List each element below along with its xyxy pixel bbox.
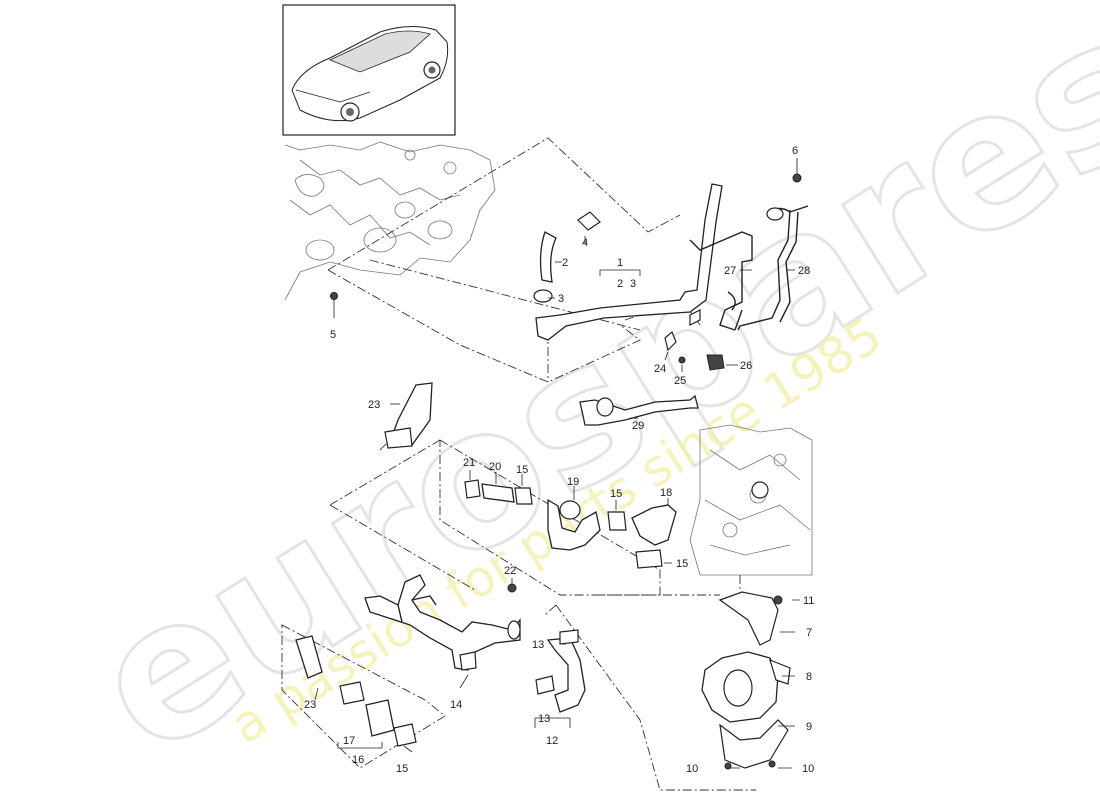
label-part-21: 21: [463, 457, 475, 469]
hose-23-upper: [384, 382, 433, 449]
label-part-23-upper: 23: [368, 399, 380, 411]
label-part-17: 17: [343, 735, 355, 747]
part-labels: 6 4 2 1 2 3 3 27 28 5 24 25 26 23 29 21 …: [304, 145, 814, 775]
label-part-1: 1: [617, 257, 623, 269]
lower-pipe-assembly: [295, 574, 586, 747]
label-part-13b: 13: [538, 713, 550, 725]
label-part-18: 18: [660, 487, 672, 499]
label-part-20: 20: [489, 461, 501, 473]
label-part-11: 11: [803, 595, 814, 607]
thermostat-group: [464, 479, 769, 569]
label-part-4: 4: [582, 237, 588, 249]
label-part-22: 22: [504, 565, 516, 577]
label-part-16: 16: [352, 754, 364, 766]
label-part-25: 25: [674, 375, 686, 387]
label-part-3b: 3: [630, 278, 636, 290]
label-part-8: 8: [806, 671, 812, 683]
label-part-26: 26: [740, 360, 752, 372]
label-part-2: 2: [562, 257, 568, 269]
label-part-10b: 10: [802, 763, 814, 775]
label-part-14: 14: [450, 699, 462, 711]
label-part-23-lower: 23: [304, 699, 316, 711]
label-part-7: 7: [806, 627, 812, 639]
label-part-15d: 15: [396, 763, 408, 775]
label-part-10a: 10: [686, 763, 698, 775]
label-part-24: 24: [654, 363, 666, 375]
label-part-5: 5: [330, 329, 336, 341]
label-part-19: 19: [567, 476, 579, 488]
label-part-13a: 13: [532, 639, 544, 651]
vehicle-thumbnail: [282, 4, 456, 136]
water-pump-assembly: [701, 591, 791, 770]
label-part-15b: 15: [610, 488, 622, 500]
label-part-12: 12: [546, 735, 558, 747]
label-part-2b: 2: [617, 278, 623, 290]
label-part-28: 28: [798, 265, 810, 277]
engine-block-upper: [284, 141, 496, 301]
label-part-15a: 15: [516, 464, 528, 476]
label-part-3: 3: [558, 293, 564, 305]
upper-pipe-assembly: [330, 173, 809, 426]
label-part-15c: 15: [676, 558, 688, 570]
label-part-6: 6: [792, 145, 798, 157]
label-part-27: 27: [724, 265, 736, 277]
label-part-9: 9: [806, 721, 812, 733]
leader-lines: [314, 158, 800, 769]
label-part-29: 29: [632, 420, 644, 432]
engine-block-lower: [689, 424, 813, 576]
